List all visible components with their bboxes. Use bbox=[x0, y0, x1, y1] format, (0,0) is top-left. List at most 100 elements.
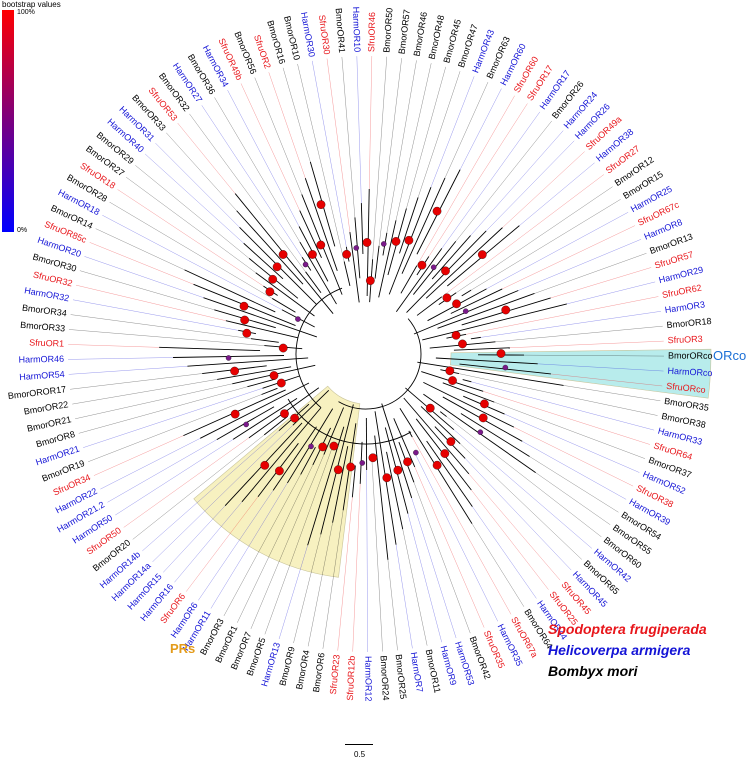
leaf-label: BmorOR24 bbox=[378, 655, 390, 701]
leader-line bbox=[468, 473, 561, 581]
bootstrap-node bbox=[268, 274, 278, 284]
branch bbox=[243, 242, 284, 280]
branch bbox=[159, 346, 261, 352]
prs-highlight bbox=[193, 385, 361, 578]
leader-line bbox=[519, 162, 595, 226]
leader-line bbox=[411, 497, 457, 639]
branch bbox=[236, 210, 304, 285]
leader-line bbox=[529, 456, 619, 513]
bootstrap-node bbox=[382, 473, 392, 483]
branch bbox=[470, 336, 481, 340]
branch bbox=[200, 382, 310, 439]
leader-line bbox=[413, 482, 471, 634]
branch bbox=[232, 397, 298, 440]
bootstrap-node bbox=[417, 260, 427, 270]
leader-line bbox=[152, 425, 294, 563]
bootstrap-node bbox=[302, 261, 309, 268]
leader-line bbox=[483, 391, 650, 445]
branch bbox=[374, 435, 389, 560]
bootstrap-node bbox=[393, 465, 403, 475]
branch bbox=[378, 220, 397, 298]
leader-line bbox=[495, 325, 663, 343]
leader-line bbox=[268, 72, 306, 179]
leader-line bbox=[174, 501, 243, 583]
leader-line bbox=[455, 120, 552, 242]
branch bbox=[399, 197, 419, 254]
branch bbox=[395, 248, 443, 313]
leader-line bbox=[458, 373, 658, 416]
bootstrap-node bbox=[308, 250, 317, 259]
leader-line bbox=[84, 256, 204, 298]
branch bbox=[442, 382, 495, 403]
leader-line bbox=[453, 429, 592, 549]
branch bbox=[393, 418, 416, 468]
leader-line bbox=[428, 103, 528, 257]
branch bbox=[323, 407, 345, 455]
leader-line bbox=[414, 466, 485, 628]
bootstrap-node bbox=[308, 443, 314, 450]
leaf-label: BmorORco bbox=[668, 350, 713, 360]
leader-line bbox=[278, 545, 308, 640]
leaf-label: HarmOR30 bbox=[299, 11, 317, 58]
leader-line bbox=[70, 314, 252, 339]
bootstrap-node bbox=[295, 316, 301, 322]
leader-line bbox=[518, 239, 642, 291]
leader-line bbox=[126, 177, 256, 273]
bootstrap-node bbox=[265, 287, 275, 297]
bootstrap-node bbox=[342, 250, 351, 259]
leader-line bbox=[378, 58, 402, 246]
leader-line bbox=[417, 71, 461, 198]
bootstrap-node bbox=[445, 366, 455, 376]
leaf-label: SfruORco bbox=[666, 381, 706, 395]
branch bbox=[351, 465, 356, 498]
leader-line bbox=[250, 454, 325, 629]
leader-line bbox=[293, 534, 321, 644]
leader-line bbox=[494, 401, 646, 459]
bootstrap-node bbox=[318, 442, 328, 452]
branch bbox=[292, 389, 330, 426]
bootstrap-node bbox=[290, 413, 299, 423]
orco-clade-label: ORco bbox=[713, 348, 747, 363]
branch bbox=[360, 203, 364, 255]
leader-line bbox=[83, 388, 263, 448]
branch bbox=[423, 381, 515, 428]
leaf-label: BmorOR11 bbox=[424, 648, 443, 693]
leaf-label: BmorOR4 bbox=[294, 649, 312, 690]
branch bbox=[416, 296, 443, 316]
branch bbox=[225, 320, 298, 339]
branch bbox=[300, 446, 316, 475]
leader-line bbox=[459, 88, 502, 170]
leader-line bbox=[254, 77, 302, 195]
bootstrap-node bbox=[260, 460, 270, 470]
bootstrap-node bbox=[353, 245, 360, 251]
bootstrap-node bbox=[269, 371, 279, 380]
branch bbox=[241, 407, 322, 503]
bootstrap-colorbar bbox=[2, 10, 14, 232]
internal-arc bbox=[287, 398, 412, 445]
leader-line bbox=[142, 430, 280, 552]
bootstrap-node bbox=[368, 453, 378, 463]
leader-line bbox=[155, 142, 240, 228]
bootstrap-node bbox=[458, 339, 467, 349]
leader-line bbox=[387, 559, 398, 651]
leader-line bbox=[89, 242, 194, 285]
leader-line bbox=[444, 82, 489, 178]
branch bbox=[437, 293, 535, 329]
branch bbox=[425, 227, 503, 299]
bootstrap-node bbox=[329, 441, 339, 451]
leader-line bbox=[395, 544, 413, 649]
colorbar-low-label: 0% bbox=[17, 227, 28, 234]
leader-line bbox=[240, 83, 300, 211]
branch bbox=[439, 411, 447, 417]
branch bbox=[255, 272, 315, 317]
leader-line bbox=[189, 113, 306, 272]
branch bbox=[450, 288, 503, 314]
leader-line bbox=[456, 186, 613, 293]
leader-line bbox=[471, 489, 549, 590]
leaf-label: BmorOR34 bbox=[21, 303, 67, 319]
prs-clade-label: PRs bbox=[170, 641, 196, 656]
leader-line bbox=[537, 363, 664, 372]
leader-line bbox=[406, 66, 446, 209]
branch bbox=[417, 361, 564, 386]
